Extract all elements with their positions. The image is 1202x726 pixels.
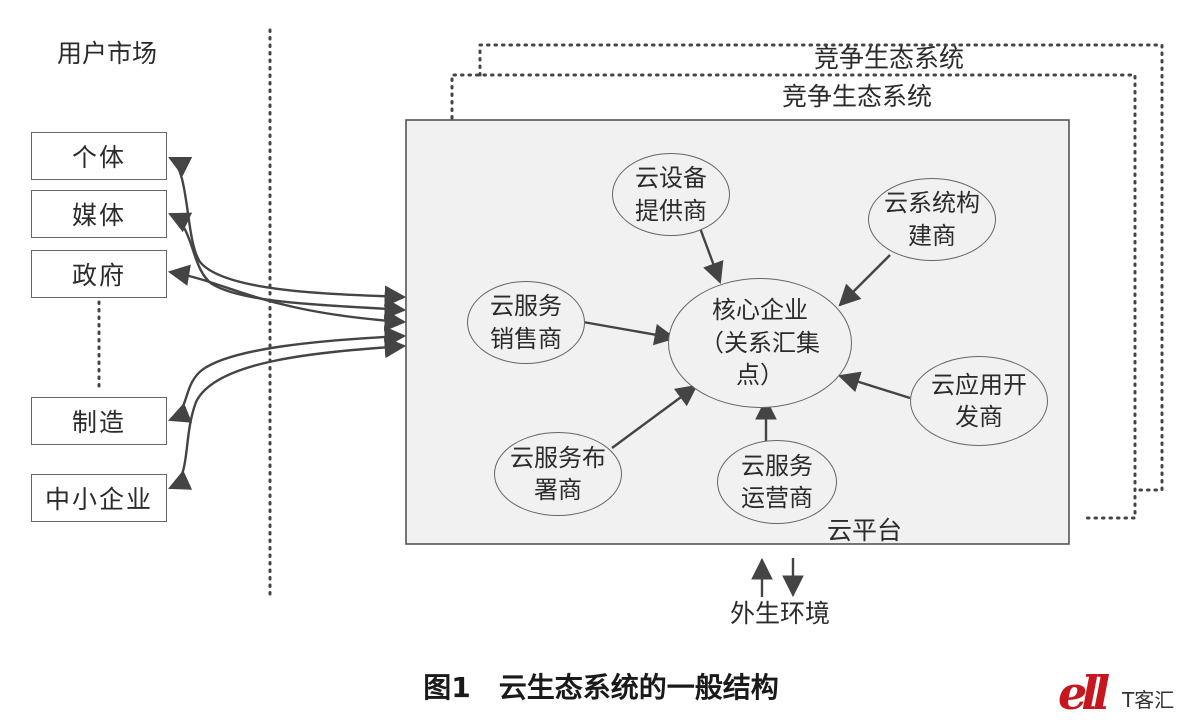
watermark-logo-mark: ell bbox=[1058, 666, 1110, 720]
watermark-text: T客汇 bbox=[1122, 688, 1175, 712]
figure-caption: 图1 云生态系统的一般结构 bbox=[423, 671, 779, 704]
segment-manufacturing: 制造 bbox=[31, 397, 167, 445]
arrow-device-to-core bbox=[698, 227, 724, 285]
node-core-enterprise: 核心企业 （关系汇集 点） bbox=[668, 278, 852, 408]
node-service-seller: 云服务 销售商 bbox=[467, 281, 585, 364]
node-device-provider: 云设备 提供商 bbox=[612, 153, 730, 236]
node-service-deployer: 云服务布 署商 bbox=[494, 432, 622, 516]
segment-sme: 中小企业 bbox=[31, 474, 167, 522]
user-market-title: 用户市场 bbox=[57, 39, 158, 68]
arrow-seller-to-core bbox=[582, 320, 677, 346]
competitor-outline-inner bbox=[450, 73, 1137, 520]
competitor-outline-outer bbox=[478, 43, 1164, 492]
node-service-operator: 云服务 运营商 bbox=[717, 440, 837, 524]
segment-media: 媒体 bbox=[31, 190, 167, 238]
cloud-platform-label: 云平台 bbox=[827, 516, 903, 545]
competitor-ecosystem-label-inner: 竞争生态系统 bbox=[782, 82, 933, 111]
competitor-ecosystem-label-outer: 竞争生态系统 bbox=[814, 44, 965, 73]
node-system-builder: 云系统构 建商 bbox=[868, 178, 996, 261]
arrow-deploy-to-core bbox=[611, 384, 698, 449]
arrow-app-to-core bbox=[837, 371, 911, 400]
node-app-developer: 云应用开 发商 bbox=[910, 356, 1048, 446]
arrow-system-to-core bbox=[838, 254, 891, 307]
segment-individual: 个体 bbox=[31, 132, 167, 180]
watermark-logo: ell T客汇 bbox=[1058, 666, 1198, 720]
arrow-sme bbox=[168, 336, 407, 490]
arrow-government bbox=[167, 264, 407, 332]
segment-government: 政府 bbox=[31, 250, 167, 298]
exogenous-environment-label: 外生环境 bbox=[730, 599, 831, 628]
